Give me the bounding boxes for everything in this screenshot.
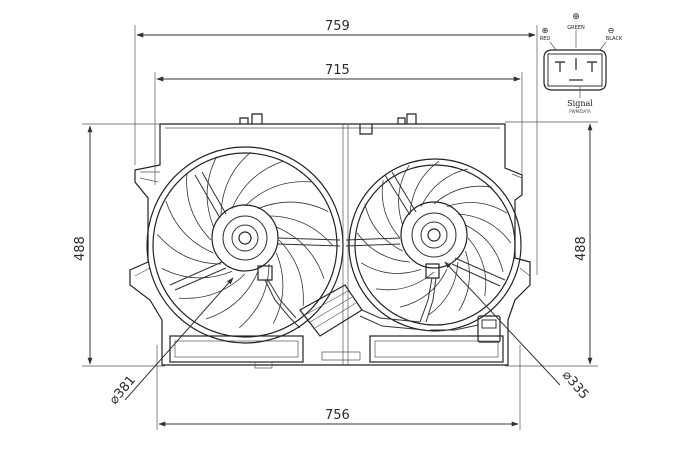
left-fan-blade (156, 234, 222, 265)
left-fan-ring-inner (152, 152, 338, 338)
left-fan (146, 146, 344, 344)
right-fan-blade (465, 224, 504, 273)
dimension-left-height: 488 (73, 123, 165, 367)
right-fan-blade (399, 269, 448, 308)
left-fan-blade (276, 226, 325, 280)
dimension-right-height-label: 488 (574, 236, 589, 261)
left-fan-motor (211, 204, 279, 272)
dimension-right-fan-diameter: ⌀335 (444, 261, 591, 403)
control-module (299, 284, 426, 337)
left-fan-ring-outer (146, 146, 344, 344)
dimension-bottom-width-label: 756 (325, 408, 350, 423)
right-fan-blade (364, 203, 403, 252)
right-fan-blade (381, 180, 401, 239)
dimension-top-width: 759 (134, 19, 538, 275)
left-fan-blade (273, 252, 284, 324)
left-fan-blade (257, 201, 329, 212)
left-fan-blade (206, 156, 217, 228)
right-fan-blade (356, 232, 411, 263)
signal-sublabel: PWM/DATA (569, 109, 591, 114)
left-fan-blade (231, 160, 285, 209)
red-plus-symbol: ⊕ (542, 26, 549, 35)
right-fan-blade (409, 160, 440, 215)
dimension-top-width-label: 759 (325, 19, 350, 34)
right-plug (430, 315, 501, 343)
dimension-bottom-width: 756 (156, 345, 521, 430)
left-fan-blade (161, 268, 233, 279)
right-fan (345, 158, 522, 332)
left-fan-blade (268, 215, 334, 246)
left-fan-blade (239, 263, 270, 329)
left-fan-blade (205, 271, 259, 320)
shroud-bottom-openings (169, 335, 504, 369)
right-fan-blade (458, 250, 470, 312)
shroud-frame (129, 113, 531, 366)
left-fan-blade (165, 200, 214, 254)
right-fan-blade (446, 202, 508, 214)
right-fan-blade (428, 261, 459, 316)
left-fan-blade (178, 273, 246, 299)
green-plus-symbol: ⊕ (572, 12, 580, 22)
signal-label: Signal (567, 99, 593, 108)
right-fan-blade (360, 262, 422, 274)
left-fan-blade (186, 173, 212, 241)
dimension-inner-width: 715 (154, 63, 523, 185)
dimension-right-height: 488 (505, 121, 598, 367)
connector-housing (543, 49, 607, 91)
right-fan-blade (467, 237, 487, 296)
right-fan-blade (376, 271, 435, 291)
black-label: BLACK (606, 36, 623, 42)
right-fan-blade (398, 164, 410, 226)
dimension-left-height-label: 488 (73, 236, 88, 261)
connector-pinout: ⊕ GREEN ⊕ RED ⊖ BLACK Signal PWM/DATA (540, 12, 623, 114)
black-minus-symbol: ⊖ (608, 26, 615, 35)
right-fan-blade (457, 213, 512, 244)
left-fan-blade (220, 151, 251, 217)
dimension-inner-width-label: 715 (325, 63, 350, 78)
right-fan-ring-inner (354, 164, 516, 326)
green-label: GREEN (567, 25, 585, 31)
right-fan-diameter-label: ⌀335 (559, 368, 591, 403)
left-fan-blade (244, 181, 312, 207)
right-fan-blade (420, 168, 469, 207)
right-fan-blade (433, 185, 492, 205)
right-fan-ring-outer (348, 158, 522, 332)
right-fan-motor (400, 201, 468, 269)
red-label: RED (540, 36, 551, 42)
left-fan-blade (278, 239, 304, 307)
